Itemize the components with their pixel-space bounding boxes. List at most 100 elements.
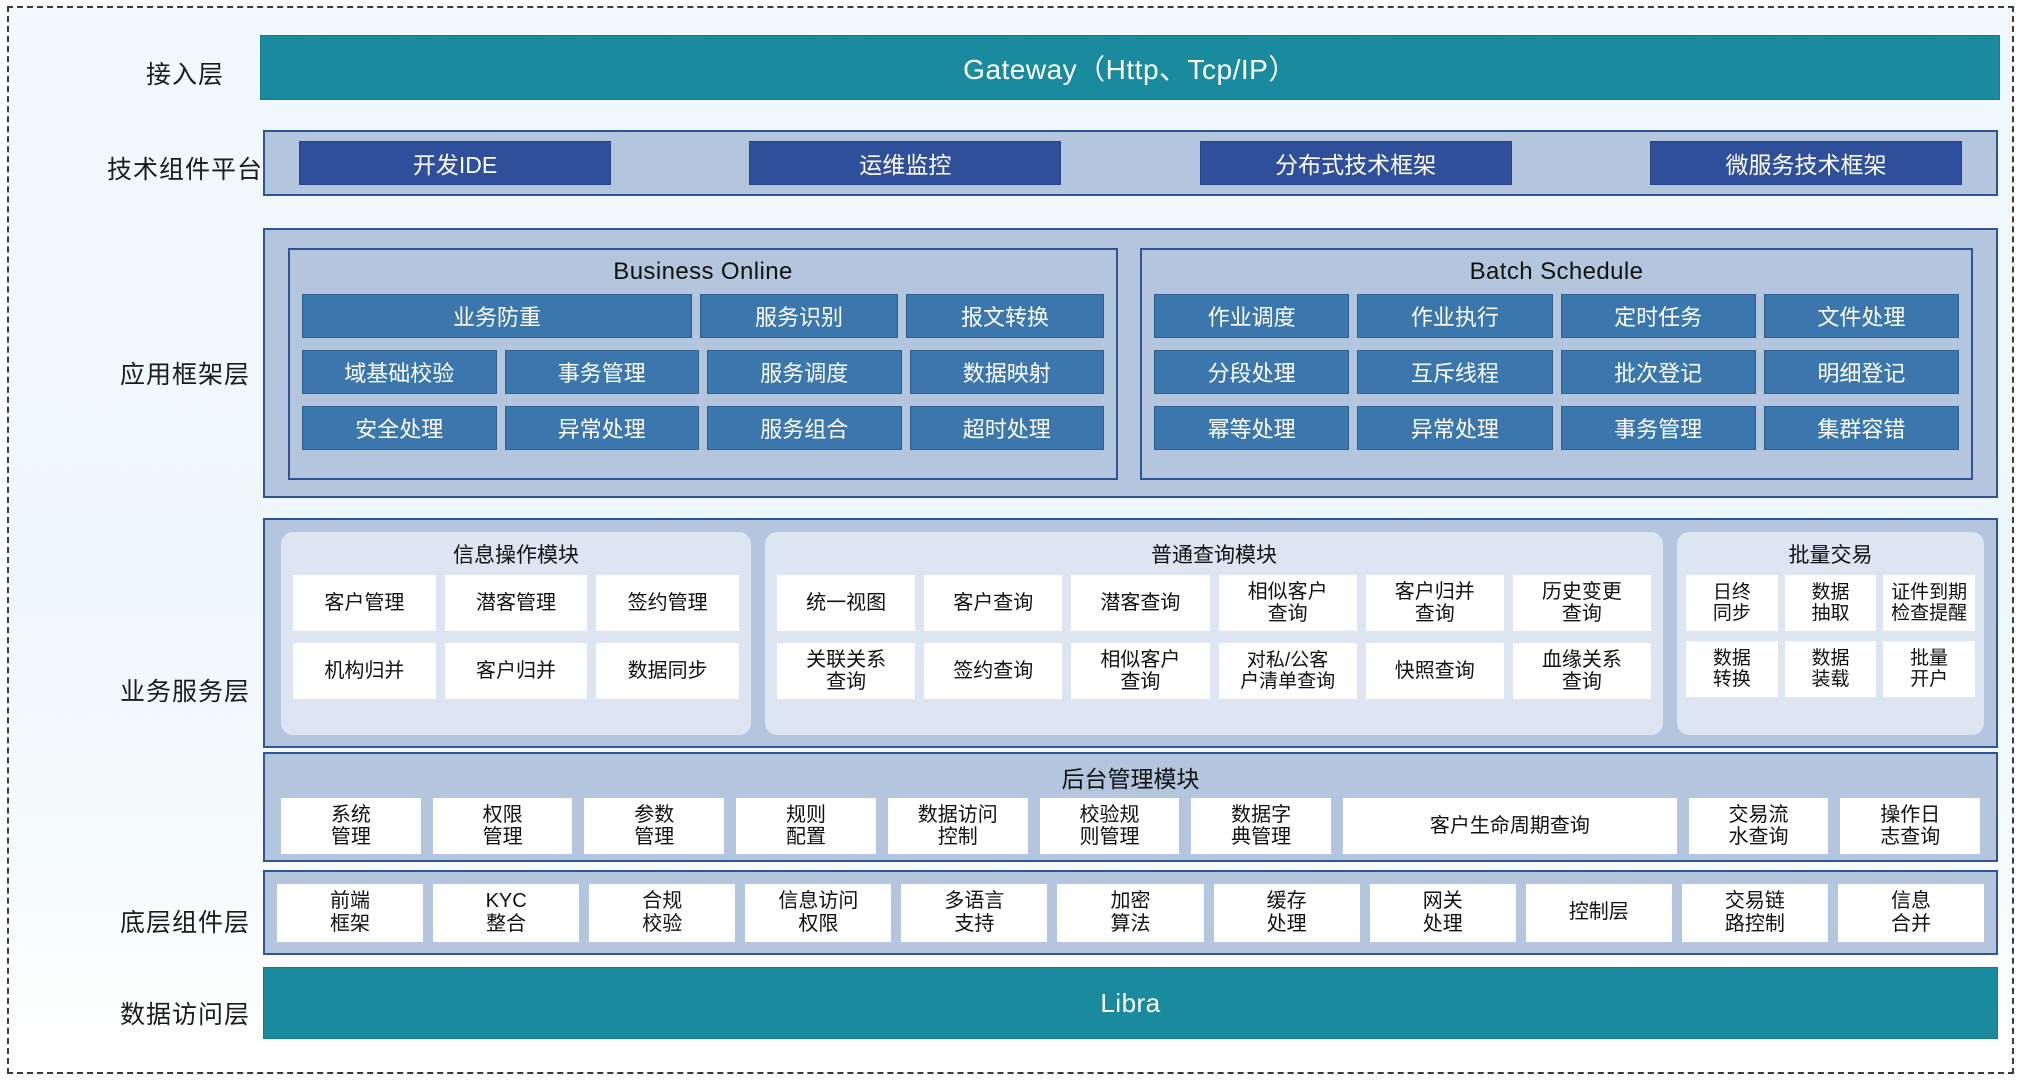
cell-zjdqjctx[interactable]: 证件到期 检查提醒 — [1883, 575, 1975, 631]
cell-czrzcx[interactable]: 操作日 志查询 — [1840, 798, 1981, 854]
common-query-row-2: 关联关系 查询 签约查询 相似客户 查询 对私/公客 户清单查询 快照查询 血缘… — [765, 643, 1663, 711]
cell-hccl[interactable]: 缓存 处理 — [1213, 883, 1360, 942]
cell-jqrc[interactable]: 集群容错 — [1763, 406, 1959, 450]
cell-hgjy[interactable]: 合规 校验 — [589, 883, 736, 942]
tech-chip-ops-monitor[interactable]: 运维监控 — [749, 141, 1062, 185]
cell-jylkz[interactable]: 交易链 路控制 — [1681, 883, 1828, 942]
cell-kzc[interactable]: 控制层 — [1525, 883, 1672, 942]
cell-xxhb[interactable]: 信息 合并 — [1837, 883, 1985, 942]
cell-csgl[interactable]: 参数 管理 — [584, 798, 725, 854]
base-component-band: 前端 框架 KYC 整合 合规 校验 信息访问 权限 多语言 支持 加密 算法 … — [263, 870, 1998, 955]
cell-sjys[interactable]: 数据映射 — [909, 350, 1104, 394]
cell-rztb[interactable]: 日终 同步 — [1686, 575, 1778, 631]
cell-zyzx[interactable]: 作业执行 — [1357, 294, 1553, 338]
business-online-row-3: 安全处理 异常处理 服务组合 超时处理 — [290, 406, 1116, 462]
cell-xskhcx[interactable]: 相似客户 查询 — [1218, 575, 1357, 631]
cell-dyyzc[interactable]: 多语言 支持 — [901, 883, 1048, 942]
cell-yccl-2[interactable]: 异常处理 — [1357, 406, 1553, 450]
cell-qkcx[interactable]: 潜客查询 — [1071, 575, 1210, 631]
layer-label-tech-platform: 技术组件平台 — [106, 156, 263, 184]
cell-lsbgcx[interactable]: 历史变更 查询 — [1512, 575, 1651, 631]
tech-platform-band: 开发IDE 运维监控 分布式技术框架 微服务技术框架 — [263, 130, 1998, 196]
cell-khcx[interactable]: 客户查询 — [924, 575, 1063, 631]
cell-kyczh[interactable]: KYC 整合 — [433, 883, 580, 942]
cell-jggb[interactable]: 机构归并 — [293, 643, 436, 699]
cell-glgxcx[interactable]: 关联关系 查询 — [777, 643, 916, 699]
cell-fwdd[interactable]: 服务调度 — [707, 350, 902, 394]
cell-sjzz[interactable]: 数据 装载 — [1784, 641, 1877, 697]
module-title-common-query: 普通查询模块 — [1151, 544, 1277, 567]
batch-transaction-row-1: 日终 同步 数据 抽取 证件到期 检查提醒 — [1677, 569, 1984, 641]
cell-pcdj[interactable]: 批次登记 — [1560, 350, 1756, 394]
batch-schedule-row-1: 作业调度 作业执行 定时任务 文件处理 — [1142, 286, 1971, 350]
cell-sjzh[interactable]: 数据 转换 — [1686, 641, 1778, 697]
cell-qdkj[interactable]: 前端 框架 — [277, 883, 424, 942]
cell-xskhcx-2[interactable]: 相似客户 查询 — [1071, 643, 1210, 699]
cell-dsgkhqdcx[interactable]: 对私/公客 户清单查询 — [1218, 643, 1357, 699]
cell-fwsb[interactable]: 服务识别 — [700, 294, 898, 338]
cell-gzpz[interactable]: 规则 配置 — [736, 798, 876, 854]
gateway-bar: Gateway（Http、Tcp/IP） — [260, 35, 2000, 100]
cell-xygxcx[interactable]: 血缘关系 查询 — [1512, 643, 1651, 699]
cell-khgb[interactable]: 客户归并 — [444, 643, 588, 699]
tech-chip-distributed-framework[interactable]: 分布式技术框架 — [1199, 141, 1512, 185]
tech-chip-microservice-framework[interactable]: 微服务技术框架 — [1649, 141, 1962, 185]
cell-yjcjy[interactable]: 域基础校验 — [302, 350, 497, 394]
libra-bar: Libra — [263, 967, 1998, 1039]
cell-yccl[interactable]: 异常处理 — [504, 406, 699, 450]
cell-khgl[interactable]: 客户管理 — [293, 575, 436, 631]
layer-label-access: 接入层 — [145, 61, 224, 89]
layer-label-data-access: 数据访问层 — [119, 1001, 250, 1029]
cell-bwzh[interactable]: 报文转换 — [906, 294, 1104, 338]
group-business-online: Business Online 业务防重 服务识别 报文转换 域基础校验 事务管… — [288, 248, 1118, 480]
module-common-query: 普通查询模块 统一视图 客户查询 潜客查询 相似客户 查询 客户归并 查询 历史… — [765, 532, 1663, 735]
tech-chip-ide[interactable]: 开发IDE — [299, 141, 611, 185]
layer-label-base-component: 底层组件层 — [119, 909, 250, 937]
cell-dsrw[interactable]: 定时任务 — [1560, 294, 1756, 338]
cell-wjcl[interactable]: 文件处理 — [1763, 294, 1959, 338]
cell-plkh[interactable]: 批量 开户 — [1883, 641, 1975, 697]
cell-mxdj[interactable]: 明细登记 — [1763, 350, 1959, 394]
info-operation-row-1: 客户管理 潜客管理 签约管理 — [281, 569, 751, 643]
cell-jmsf[interactable]: 加密 算法 — [1057, 883, 1204, 942]
business-online-row-2: 域基础校验 事务管理 服务调度 数据映射 — [290, 350, 1116, 406]
cell-xtgl[interactable]: 系统 管理 — [281, 798, 421, 854]
cell-zydd[interactable]: 作业调度 — [1154, 294, 1350, 338]
common-query-row-1: 统一视图 客户查询 潜客查询 相似客户 查询 客户归并 查询 历史变更 查询 — [765, 569, 1663, 643]
cell-khsmzqcx[interactable]: 客户生命周期查询 — [1343, 798, 1677, 854]
cell-qxgl[interactable]: 权限 管理 — [432, 798, 573, 854]
cell-jylscx[interactable]: 交易流 水查询 — [1688, 798, 1829, 854]
app-framework-panel: Business Online 业务防重 服务识别 报文转换 域基础校验 事务管… — [263, 228, 1998, 498]
backoffice-panel: 后台管理模块 系统 管理 权限 管理 参数 管理 规则 配置 数据访问 控制 校… — [263, 752, 1998, 862]
cell-swgl-2[interactable]: 事务管理 — [1560, 406, 1756, 450]
cell-ywfz[interactable]: 业务防重 — [302, 294, 693, 338]
cell-aqcl[interactable]: 安全处理 — [302, 406, 497, 450]
cell-sjtb[interactable]: 数据同步 — [596, 643, 739, 699]
module-info-operation: 信息操作模块 客户管理 潜客管理 签约管理 机构归并 客户归并 数据同步 — [281, 532, 751, 735]
cell-khgbcx[interactable]: 客户归并 查询 — [1365, 575, 1504, 631]
cell-mdcl[interactable]: 幂等处理 — [1154, 406, 1350, 450]
cell-swgl[interactable]: 事务管理 — [504, 350, 699, 394]
module-title-info-operation: 信息操作模块 — [453, 544, 579, 567]
cell-wgcl[interactable]: 网关 处理 — [1369, 883, 1516, 942]
cell-xxfwqx[interactable]: 信息访问 权限 — [745, 883, 892, 942]
business-service-modules-panel: 信息操作模块 客户管理 潜客管理 签约管理 机构归并 客户归并 数据同步 普通查… — [263, 518, 1998, 748]
cell-sjfwkz[interactable]: 数据访问 控制 — [887, 798, 1028, 854]
cell-fdcl[interactable]: 分段处理 — [1154, 350, 1350, 394]
business-online-row-1: 业务防重 服务识别 报文转换 — [290, 286, 1116, 350]
cell-hcxc[interactable]: 互斥线程 — [1357, 350, 1553, 394]
cell-fwzh[interactable]: 服务组合 — [707, 406, 902, 450]
cell-kzcx[interactable]: 快照查询 — [1365, 643, 1504, 699]
cell-sjzdgl[interactable]: 数据字 典管理 — [1191, 798, 1332, 854]
cell-jygzgl[interactable]: 校验规 则管理 — [1039, 798, 1180, 854]
cell-cscl[interactable]: 超时处理 — [909, 406, 1104, 450]
backoffice-items: 系统 管理 权限 管理 参数 管理 规则 配置 数据访问 控制 校验规 则管理 … — [265, 794, 1996, 864]
batch-schedule-row-3: 幂等处理 异常处理 事务管理 集群容错 — [1142, 406, 1971, 462]
layer-label-app-framework: 应用框架层 — [119, 361, 250, 389]
cell-tysj[interactable]: 统一视图 — [777, 575, 916, 631]
cell-qygl[interactable]: 签约管理 — [596, 575, 739, 631]
cell-sjcq[interactable]: 数据 抽取 — [1784, 575, 1877, 631]
cell-qycx[interactable]: 签约查询 — [924, 643, 1063, 699]
cell-qkgl[interactable]: 潜客管理 — [444, 575, 588, 631]
